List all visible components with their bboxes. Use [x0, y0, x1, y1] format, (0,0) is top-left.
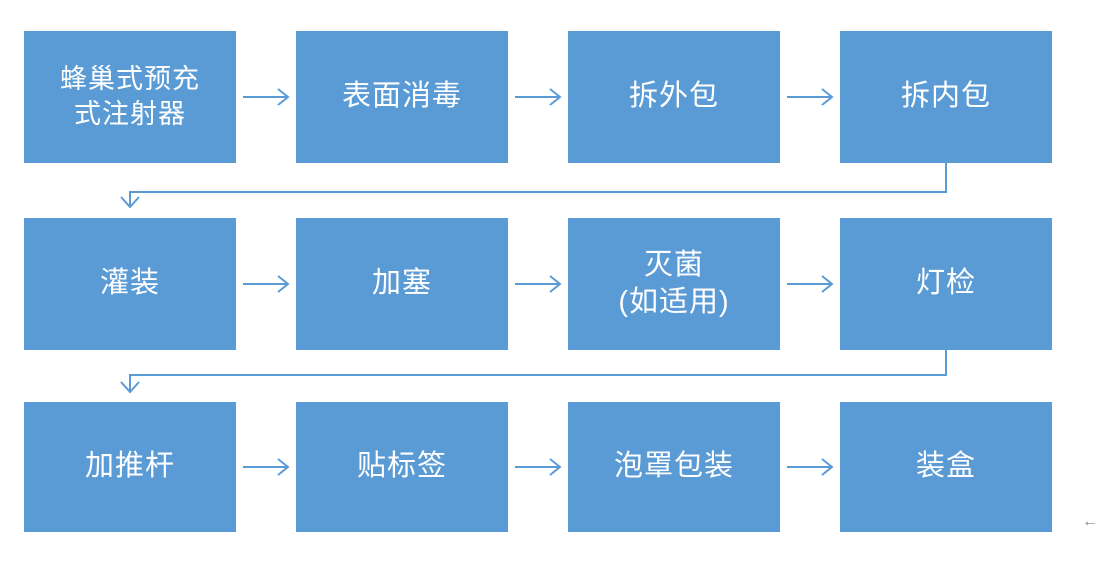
flow-step-sterilization: 灭菌 (如适用): [568, 218, 780, 350]
arrow-right-icon: [787, 88, 834, 106]
flow-step-labeling: 贴标签: [296, 402, 508, 532]
flow-step-remove-inner-pack: 拆内包: [840, 31, 1052, 163]
flow-step-blister-packaging: 泡罩包装: [568, 402, 780, 532]
elbow-arrow-icon: [120, 350, 947, 394]
arrow-right-icon: [243, 88, 290, 106]
flow-step-stoppering: 加塞: [296, 218, 508, 350]
flow-step-remove-outer-pack: 拆外包: [568, 31, 780, 163]
arrow-right-icon: [515, 458, 562, 476]
flow-step-filling: 灌装: [24, 218, 236, 350]
arrow-right-icon: [787, 275, 834, 293]
arrow-right-icon: [515, 275, 562, 293]
arrow-right-icon: [243, 275, 290, 293]
elbow-arrow-icon: [120, 163, 947, 209]
flow-step-add-plunger-rod: 加推杆: [24, 402, 236, 532]
arrow-right-icon: [515, 88, 562, 106]
arrow-right-icon: [243, 458, 290, 476]
flow-step-lamp-inspection: 灯检: [840, 218, 1052, 350]
left-arrow-icon: ←: [1082, 513, 1096, 530]
flow-step-prefilled-syringe: 蜂巢式预充 式注射器: [24, 31, 236, 163]
flow-step-cartoning: 装盒: [840, 402, 1052, 532]
arrow-right-icon: [787, 458, 834, 476]
flow-step-surface-disinfection: 表面消毒: [296, 31, 508, 163]
